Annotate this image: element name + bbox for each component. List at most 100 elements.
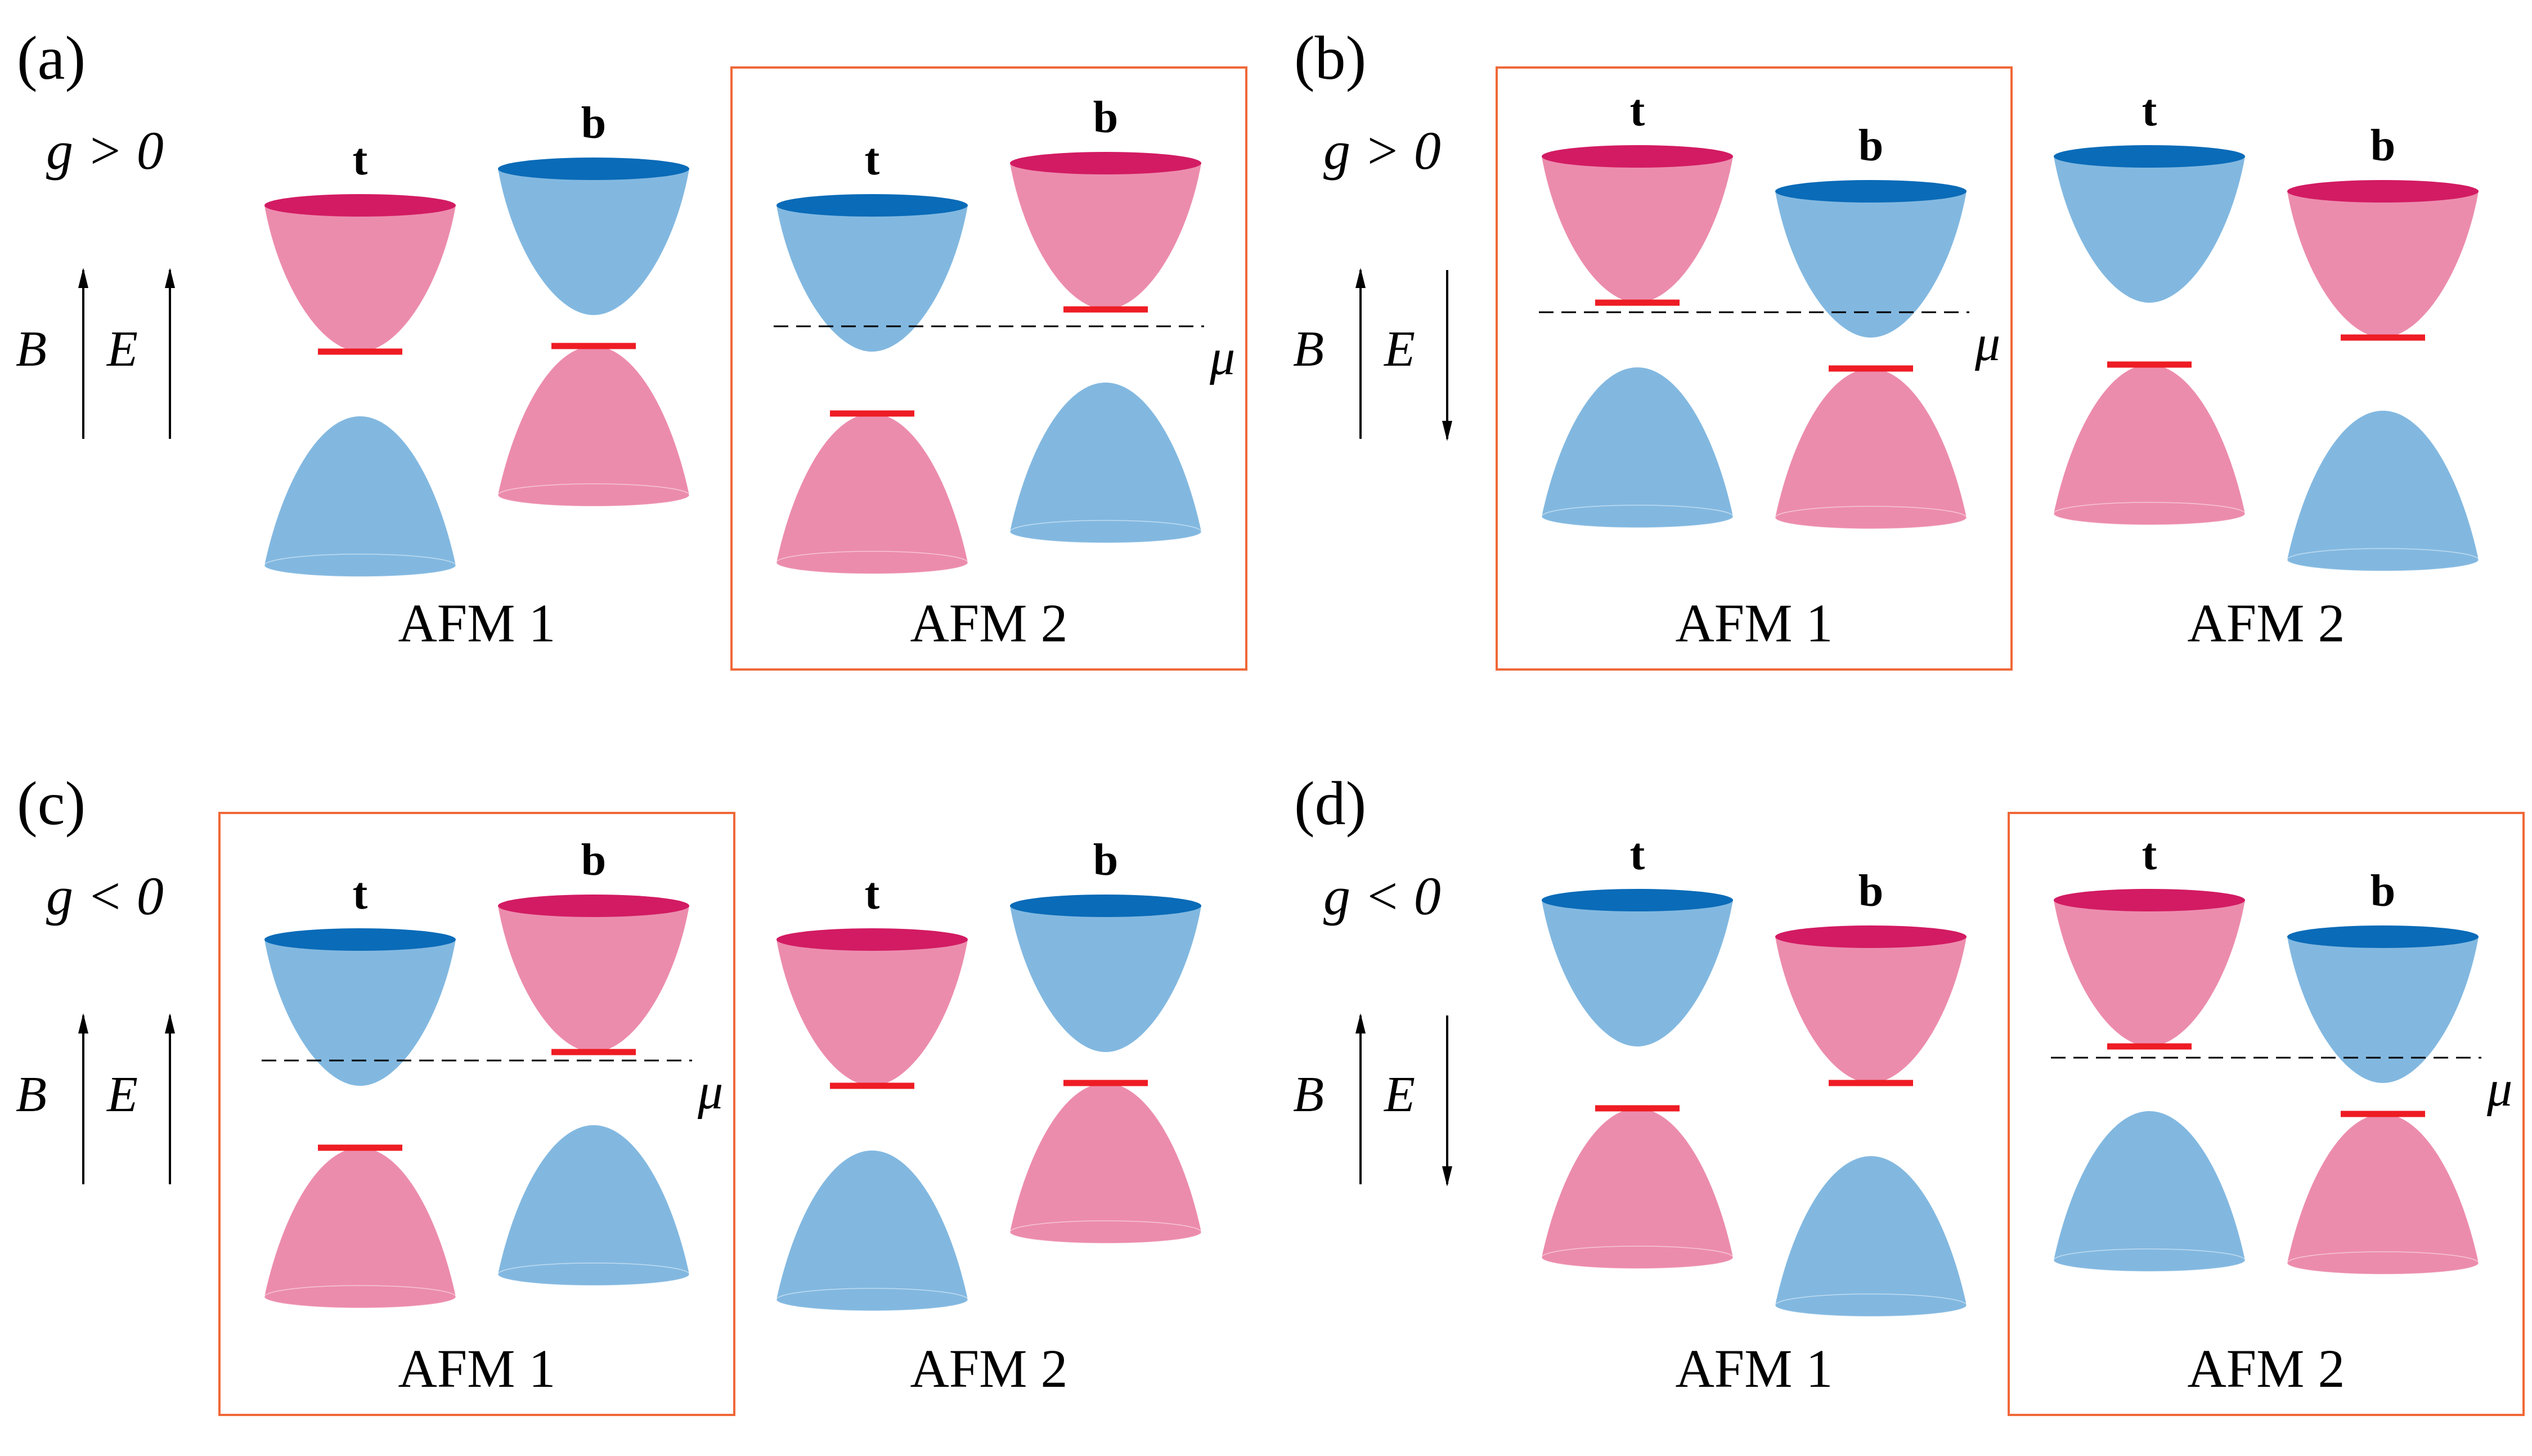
valence-cone-b-base — [2287, 548, 2479, 572]
highlight-box — [218, 812, 735, 1416]
e-field-arrow-head — [165, 1013, 175, 1033]
conduction-cone-t-body — [264, 205, 456, 352]
valence-cone-b-base — [1009, 1220, 1202, 1244]
conduction-cone-t-body — [2054, 156, 2245, 303]
layer-label-b: b — [1858, 121, 1884, 170]
g-condition: g < 0 — [46, 866, 164, 926]
valence-cone-b-base — [1775, 1293, 1967, 1317]
layer-label-t: t — [353, 135, 368, 185]
valence-cone-t-body — [776, 414, 968, 563]
layer-label-t: t — [353, 869, 368, 919]
highlight-box — [730, 66, 1247, 671]
conduction-cone-t-body — [2054, 900, 2245, 1046]
valence-cone-t-body — [1542, 367, 1733, 516]
layer-label-b: b — [581, 835, 607, 885]
b-field-label: B — [1293, 1067, 1324, 1122]
panel-label: (c) — [17, 769, 86, 838]
conduction-cone-b-body — [1775, 937, 1967, 1083]
valence-cone-t-body — [264, 1148, 456, 1297]
layer-label-t: t — [865, 135, 880, 185]
layer-label-b: b — [2371, 121, 2396, 170]
valence-cone-b-body — [1775, 1156, 1967, 1305]
valence-cone-t-body — [776, 1151, 968, 1300]
conduction-cone-b-rim — [1775, 925, 1967, 948]
highlight-box — [1496, 66, 2013, 671]
conduction-cone-b-rim — [2287, 180, 2479, 203]
b-field-arrow-head — [1355, 268, 1366, 288]
b-field-label: B — [1293, 321, 1324, 377]
mu-label: μ — [697, 1064, 723, 1120]
conduction-cone-b-rim — [1010, 895, 1201, 917]
conduction-cone-b-rim — [1010, 152, 1201, 174]
panel-label: (b) — [1294, 24, 1366, 92]
conduction-cone-t-rim — [264, 194, 456, 217]
valence-cone-b-base — [1775, 506, 1967, 529]
b-field-arrow-head — [78, 268, 88, 288]
valence-cone-t-base — [2053, 1248, 2246, 1272]
layer-label-b: b — [1858, 866, 1884, 916]
layer-label-b: b — [1093, 93, 1119, 142]
valence-cone-b-body — [1010, 1083, 1201, 1232]
valence-cone-b-body — [2287, 1114, 2479, 1263]
valence-cone-b-base — [497, 1262, 690, 1286]
mu-label: μ — [1209, 330, 1235, 385]
valence-cone-t-base — [2053, 502, 2246, 525]
conduction-cone-t-rim — [2054, 145, 2245, 168]
conduction-cone-b-body — [2287, 937, 2479, 1083]
conduction-cone-b-rim — [498, 895, 689, 917]
layer-label-t: t — [2142, 830, 2157, 879]
e-field-arrow-head — [1442, 421, 1452, 441]
conduction-cone-b-body — [498, 169, 689, 315]
valence-cone-t-body — [1542, 1108, 1733, 1257]
valence-cone-b-body — [2287, 411, 2479, 560]
valence-cone-t-base — [776, 1288, 968, 1311]
conduction-cone-t-body — [776, 205, 968, 352]
conduction-cone-t-body — [1542, 900, 1733, 1046]
b-field-arrow-head — [1355, 1013, 1366, 1033]
conduction-cone-t-body — [264, 940, 456, 1086]
afm-group-label: AFM 1 — [1675, 593, 1833, 653]
g-condition: g > 0 — [1323, 120, 1441, 181]
conduction-cone-b-body — [1775, 191, 1967, 338]
conduction-cone-t-rim — [776, 194, 968, 217]
mu-label: μ — [2486, 1061, 2512, 1117]
conduction-cone-b-rim — [1775, 180, 1967, 203]
conduction-cone-b-body — [2287, 191, 2479, 338]
valence-cone-b-body — [498, 346, 689, 495]
layer-label-t: t — [1630, 86, 1645, 136]
e-field-label: E — [1383, 1067, 1415, 1122]
g-condition: g < 0 — [1323, 866, 1441, 926]
b-field-label: B — [16, 321, 47, 377]
afm-group-label: AFM 1 — [398, 593, 555, 653]
conduction-cone-t-rim — [1542, 145, 1733, 168]
valence-cone-t-body — [2054, 1111, 2245, 1260]
conduction-cone-b-rim — [498, 158, 689, 180]
layer-label-b: b — [581, 98, 607, 148]
e-field-label: E — [106, 321, 138, 377]
conduction-cone-b-body — [1010, 906, 1201, 1052]
b-field-arrow-head — [78, 1013, 88, 1033]
conduction-cone-b-body — [498, 906, 689, 1052]
afm-group-label: AFM 2 — [910, 1338, 1067, 1399]
afm-group-label: AFM 2 — [910, 593, 1067, 653]
e-field-label: E — [1383, 321, 1415, 377]
e-field-arrow-head — [1442, 1166, 1452, 1187]
highlight-box — [2008, 812, 2525, 1416]
afm-group-label: AFM 1 — [1675, 1338, 1833, 1399]
b-field-label: B — [16, 1067, 47, 1122]
layer-label-b: b — [1093, 835, 1119, 885]
conduction-cone-b-rim — [2287, 925, 2479, 948]
valence-cone-t-base — [264, 554, 456, 577]
valence-cone-t-base — [1541, 505, 1734, 528]
valence-cone-b-base — [2287, 1251, 2479, 1275]
valence-cone-b-base — [497, 483, 690, 507]
